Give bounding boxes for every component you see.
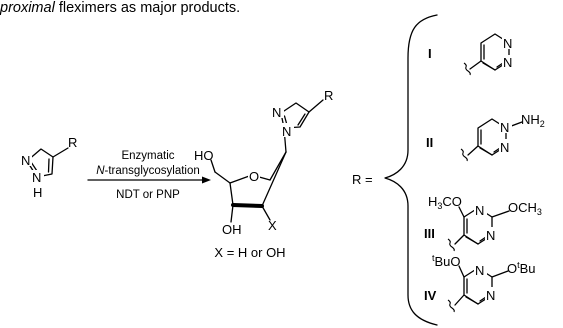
substituent-label: II <box>426 135 433 150</box>
condition-line1: Enzymatic <box>121 150 174 162</box>
atom-n: N <box>486 288 495 303</box>
amino-group: NH2 <box>521 112 545 129</box>
atom-n: N <box>272 105 281 120</box>
product-nucleoside: N N R O HO OH X <box>194 88 333 237</box>
substituent-iii: III N N H3CO OCH3 <box>424 194 542 252</box>
substituent-iv: IV N N tBuO OtBu <box>424 253 536 313</box>
substituent-label: IV <box>424 288 437 303</box>
atom-n: N <box>21 153 30 168</box>
starting-imidazole: N N H R <box>20 135 77 200</box>
atom-h: H <box>33 185 42 200</box>
atom-x: X <box>268 218 277 233</box>
substituent-ii: II N N NH2 <box>426 112 545 162</box>
substituent-label: I <box>428 46 432 61</box>
atom-n: N <box>282 124 291 139</box>
tert-butoxy-group: OtBu <box>507 260 536 276</box>
r-equals: R = <box>352 172 373 187</box>
atom-n: N <box>500 120 509 135</box>
x-definition: X = H or OH <box>214 245 285 260</box>
atom-n: N <box>475 203 484 218</box>
atom-n: N <box>32 170 41 185</box>
methoxy-group: OCH3 <box>508 200 542 217</box>
atom-o: O <box>249 169 259 184</box>
condition-below: NDT or PNP <box>116 189 180 201</box>
atom-oh: OH <box>222 222 242 237</box>
atom-r: R <box>68 135 77 150</box>
substituent-label: III <box>424 226 435 241</box>
atom-n: N <box>503 55 512 70</box>
atom-n: N <box>475 263 484 278</box>
curly-brace <box>384 14 438 326</box>
methoxy-group: H3CO <box>428 194 462 211</box>
reaction-arrow <box>87 176 211 184</box>
header-text: proximal fleximers as major products. <box>0 0 240 16</box>
substituent-i: I N N <box>428 33 515 76</box>
tert-butoxy-group: tBuO <box>432 253 461 269</box>
atom-ho: HO <box>194 148 214 163</box>
atom-r: R <box>324 88 333 103</box>
condition-line2: N-transglycosylation <box>96 165 200 177</box>
atom-n: N <box>500 140 509 155</box>
atom-n: N <box>486 228 495 243</box>
atom-n: N <box>503 36 512 51</box>
